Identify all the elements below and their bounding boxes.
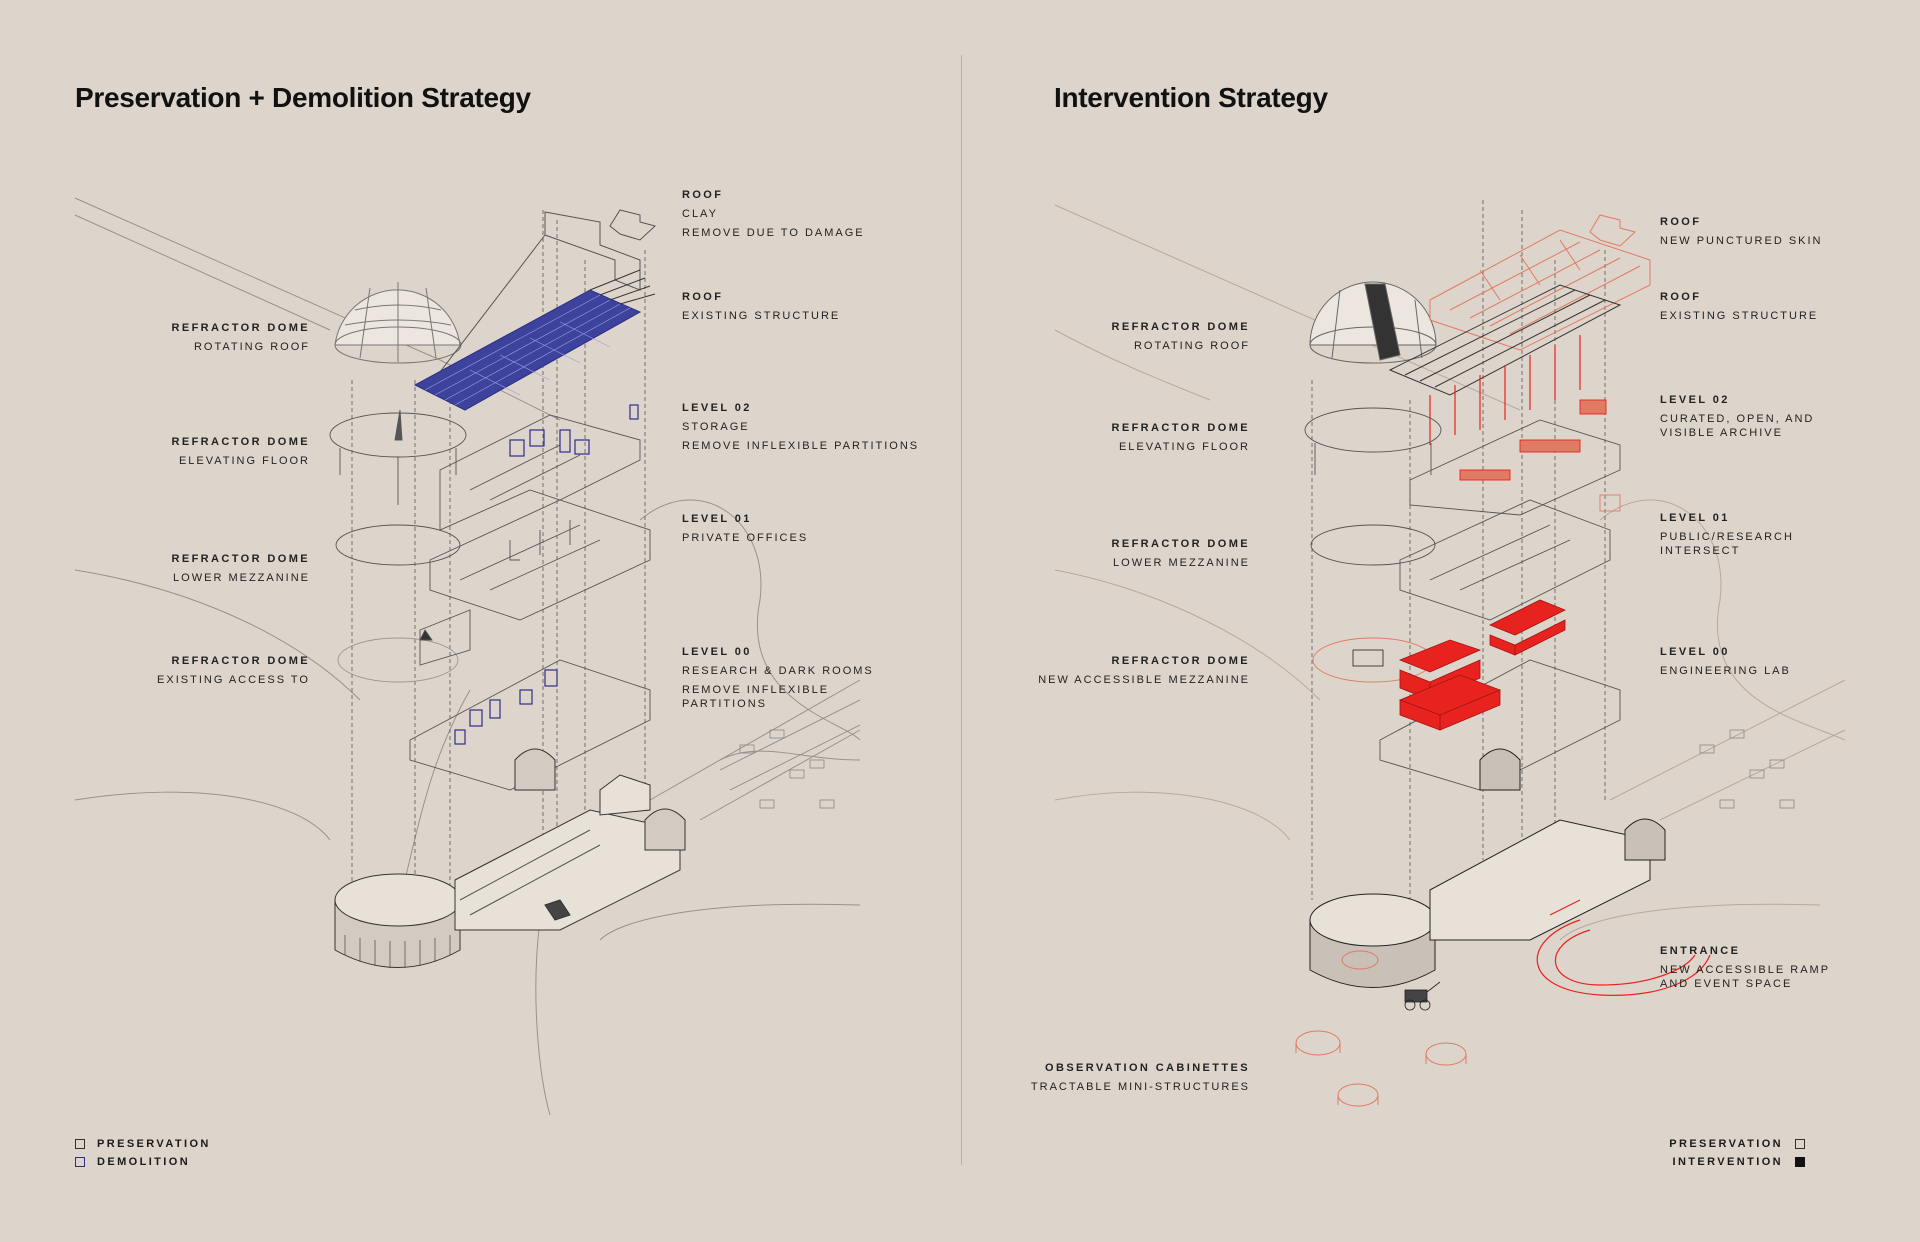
- legend-item-intervention: INTERVENTION: [1669, 1153, 1805, 1171]
- parking-lot-context-right: [1699, 729, 1795, 809]
- intervention-panel: Intervention Strategy: [960, 0, 1920, 1242]
- observation-cabinettes: [1295, 950, 1467, 1107]
- label-level-02-storage: LEVEL 02 STORAGE REMOVE INFLEXIBLE PARTI…: [682, 402, 920, 452]
- label-entrance-ramp: ENTRANCE NEW ACCESSIBLE RAMP AND EVENT S…: [1660, 945, 1830, 990]
- refractor-dome-rotating-roof-right: [1309, 281, 1437, 364]
- label-roof-clay: ROOF CLAY REMOVE DUE TO DAMAGE: [682, 189, 865, 239]
- parking-lot-context: [719, 699, 861, 809]
- legend-item-demolition: DEMOLITION: [75, 1153, 211, 1171]
- label-level-00-engineering-lab: LEVEL 00 ENGINEERING LAB: [1660, 646, 1791, 677]
- legend-item-preservation: PRESERVATION: [75, 1135, 211, 1153]
- new-punctured-skin-roof: [1429, 214, 1651, 351]
- label-roof-new-punctured-skin: ROOF NEW PUNCTURED SKIN: [1660, 216, 1823, 247]
- label-level-01-private-offices: LEVEL 01 PRIVATE OFFICES: [682, 513, 809, 544]
- label-refractor-dome-new-accessible-mezzanine: REFRACTOR DOME NEW ACCESSIBLE MEZZANINE: [1038, 655, 1250, 686]
- label-roof-existing-structure: ROOF EXISTING STRUCTURE: [682, 291, 841, 322]
- level-01-private-offices-floor: [335, 499, 651, 621]
- right-axonometric-drawing: [1054, 200, 1846, 1107]
- left-axonometric-drawing: [74, 197, 861, 1116]
- red-engineering-lab-volumes: [1398, 599, 1566, 731]
- existing-observatory-building: [334, 748, 686, 968]
- preservation-swatch-icon: [1795, 1139, 1805, 1149]
- new-accessible-ramp: [1536, 899, 1711, 996]
- existing-observatory-building-right: [1309, 748, 1666, 988]
- label-observation-cabinettes: OBSERVATION CABINETTES TRACTABLE MINI-ST…: [1030, 1062, 1250, 1093]
- demolition-roof-structure: [413, 269, 656, 411]
- label-refractor-dome-elevating-floor: REFRACTOR DOME ELEVATING FLOOR: [171, 436, 310, 467]
- refractor-dome-rotating-roof: [334, 282, 462, 364]
- right-panel-title: Intervention Strategy: [1054, 82, 1328, 113]
- label-refractor-dome-lower-mezzanine-right: REFRACTOR DOME LOWER MEZZANINE: [1111, 538, 1250, 569]
- label-level-02-curated-archive: LEVEL 02 CURATED, OPEN, AND VISIBLE ARCH…: [1660, 394, 1815, 439]
- preservation-swatch-icon: [75, 1139, 85, 1149]
- label-level-00-research: LEVEL 00 RESEARCH & DARK ROOMS REMOVE IN…: [682, 646, 874, 710]
- label-refractor-dome-lower-mezzanine: REFRACTOR DOME LOWER MEZZANINE: [171, 553, 310, 584]
- label-refractor-dome-elevating-floor-right: REFRACTOR DOME ELEVATING FLOOR: [1111, 422, 1250, 453]
- preservation-demolition-panel: Preservation + Demolition Strategy: [74, 82, 920, 1171]
- red-intervention-beams: [1429, 335, 1581, 445]
- label-refractor-dome-rotating-roof-right: REFRACTOR DOME ROTATING ROOF: [1111, 321, 1250, 352]
- demolition-swatch-icon: [75, 1157, 85, 1167]
- label-refractor-dome-rotating-roof: REFRACTOR DOME ROTATING ROOF: [171, 322, 310, 353]
- level-00-research-dark-rooms-floor: [337, 609, 651, 791]
- level-01-public-research-floor: [1310, 494, 1621, 621]
- left-panel-title: Preservation + Demolition Strategy: [75, 82, 531, 113]
- tractor-icon: [1404, 981, 1441, 1011]
- legend-item-preservation-right: PRESERVATION: [1669, 1135, 1805, 1153]
- roof-existing-structure-right: [1388, 284, 1622, 396]
- label-level-01-public-research: LEVEL 01 PUBLIC/RESEARCH INTERSECT: [1660, 512, 1794, 557]
- panel-divider: [961, 55, 962, 1165]
- label-refractor-dome-existing-access: REFRACTOR DOME EXISTING ACCESS TO: [157, 655, 310, 686]
- intervention-swatch-icon: [1795, 1157, 1805, 1167]
- projection-dashed-lines-right: [1311, 200, 1606, 930]
- label-roof-existing-structure-right: ROOF EXISTING STRUCTURE: [1660, 291, 1819, 322]
- level-02-curated-archive-floor: [1304, 399, 1621, 516]
- level-02-storage-floor: [329, 404, 641, 531]
- right-legend: PRESERVATION INTERVENTION: [1669, 1135, 1805, 1171]
- left-legend: PRESERVATION DEMOLITION: [75, 1135, 211, 1171]
